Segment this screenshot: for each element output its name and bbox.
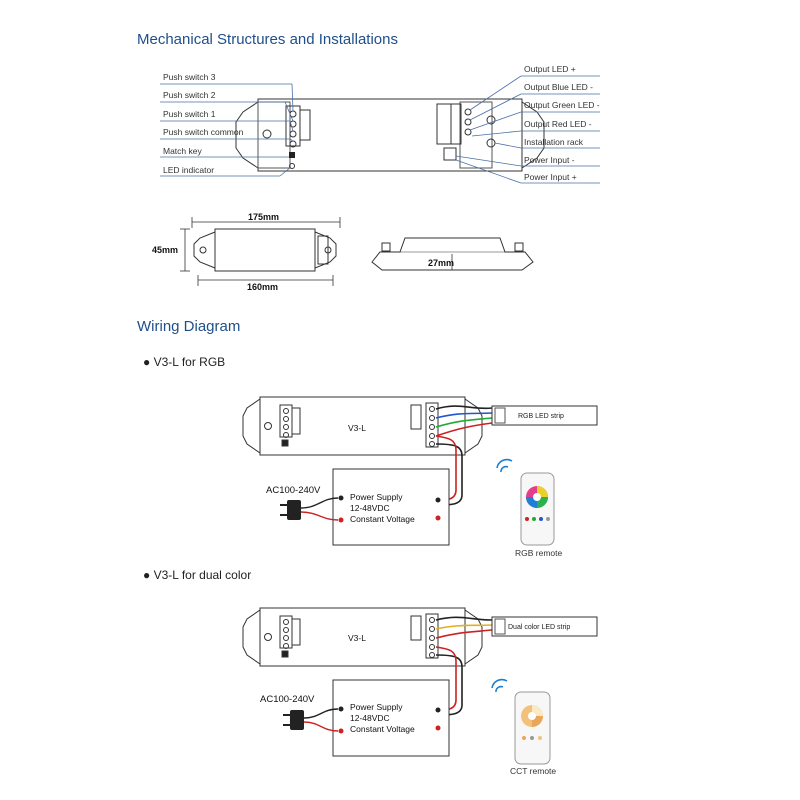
label-output-led-plus: Output LED + [524,64,576,74]
mechanical-title: Mechanical Structures and Installations [137,31,398,48]
dual-psu-line1: Power Supply [350,702,403,712]
rgb-remote-icon [496,458,555,546]
rgb-bullet: ● V3-L for RGB [143,355,226,369]
label-output-red: Output Red LED - [524,119,592,129]
controller-top-view [235,98,545,172]
label-power-input-plus: Power Input + [524,172,577,182]
label-led-indicator: LED indicator [163,165,214,175]
right-callouts [455,75,600,184]
dim-height: 27mm [428,258,454,268]
left-callouts [160,83,294,177]
dimension-drawing [180,217,534,286]
dual-strip-label: Dual color LED strip [508,624,570,631]
label-push-switch-common: Push switch common [163,127,244,137]
dual-psu-line3: Constant Voltage [350,724,415,734]
dual-power-supply: Power Supply 12-48VDC Constant Voltage [332,679,450,757]
dual-led-strip: Dual color LED strip [491,616,598,637]
label-installation-rack: Installation rack [524,137,584,147]
dual-plug-icon [283,708,339,732]
label-output-green: Output Green LED - [524,100,600,110]
label-push-switch-1: Push switch 1 [163,109,216,119]
rgb-ac-label: AC100-240V [266,485,321,496]
rgb-controller [242,396,483,456]
label-push-switch-3: Push switch 3 [163,72,216,82]
label-push-switch-2: Push switch 2 [163,90,216,100]
label-output-blue: Output Blue LED - [524,82,593,92]
rgb-controller-label: V3-L [348,423,366,433]
dual-controller-label: V3-L [348,633,366,643]
wiring-title: Wiring Diagram [137,318,241,335]
dim-inner-length: 160mm [247,282,278,292]
label-match-key: Match key [163,146,202,156]
rgb-psu-line2: 12-48VDC [350,503,390,513]
label-power-input-minus: Power Input - [524,155,575,165]
rgb-plug-icon [280,497,339,521]
rgb-remote-label: RGB remote [515,548,563,558]
dual-psu-line2: 12-48VDC [350,713,390,723]
rgb-strip-label: RGB LED strip [518,413,564,420]
rgb-led-strip: RGB LED strip [491,405,598,426]
dual-bullet: ● V3-L for dual color [143,568,252,582]
dual-controller [242,607,483,667]
rgb-psu-line1: Power Supply [350,492,403,502]
cct-remote-icon [491,678,551,765]
rgb-psu-line3: Constant Voltage [350,514,415,524]
rgb-power-supply: Power Supply 12-48VDC Constant Voltage [332,468,450,546]
dim-length: 175mm [248,212,279,222]
dual-wires [435,616,493,716]
dual-ac-label: AC100-240V [260,694,315,705]
dim-width: 45mm [152,245,178,255]
cct-remote-label: CCT remote [510,766,556,776]
